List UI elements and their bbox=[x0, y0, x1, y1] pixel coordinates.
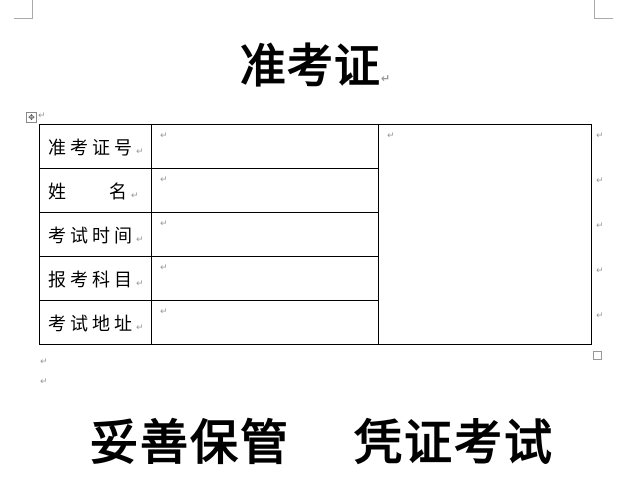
table-row: 考试地址↵ ↵ bbox=[39, 300, 592, 345]
row-end-mark-icon: ↵ bbox=[596, 221, 604, 231]
label-cell[interactable]: 报考科目↵ bbox=[39, 256, 152, 301]
label-cell[interactable]: 姓 名↵ bbox=[39, 168, 152, 213]
admission-ticket-table: 准考证号↵ ↵ ↵ 姓 名↵ ↵ 考试时间↵ ↵ 报考科目↵ ↵ 考试地址↵ ↵ bbox=[39, 124, 592, 345]
paragraph-mark-icon: ↵ bbox=[40, 377, 48, 387]
value-cell[interactable]: ↵ bbox=[151, 212, 379, 257]
value-cell[interactable]: ↵ bbox=[151, 300, 379, 345]
table-row: 准考证号↵ ↵ ↵ bbox=[39, 124, 592, 345]
table-row: 姓 名↵ ↵ bbox=[39, 168, 592, 213]
margin-corner-right bbox=[594, 0, 613, 19]
paragraph-mark-icon: ↵ bbox=[380, 72, 392, 85]
row-end-mark-icon: ↵ bbox=[596, 176, 604, 186]
label-cell[interactable]: 考试地址↵ bbox=[39, 300, 152, 345]
slogan-exam-with-ticket: 凭证考试 bbox=[354, 415, 555, 471]
row-end-mark-icon: ↵ bbox=[596, 311, 604, 321]
label-cell[interactable]: 准考证号↵ bbox=[39, 124, 152, 169]
photo-cell[interactable]: ↵ bbox=[378, 124, 592, 345]
value-cell[interactable]: ↵ bbox=[151, 168, 379, 213]
table-resize-handle[interactable] bbox=[593, 351, 602, 360]
document-title[interactable]: 准考证↵ bbox=[239, 39, 392, 93]
slogan-keep-safe: 妥善保管 bbox=[90, 415, 291, 471]
row-end-mark-icon: ↵ bbox=[596, 131, 604, 141]
value-cell[interactable]: ↵ bbox=[151, 256, 379, 301]
value-cell[interactable]: ↵ bbox=[151, 124, 379, 169]
paragraph-mark-icon: ↵ bbox=[38, 111, 46, 121]
margin-corner-left bbox=[14, 0, 33, 19]
table-move-handle-icon[interactable]: ✥ bbox=[26, 112, 37, 123]
row-end-mark-icon: ↵ bbox=[596, 266, 604, 276]
paragraph-mark-icon: ↵ bbox=[40, 357, 48, 367]
label-cell[interactable]: 考试时间↵ bbox=[39, 212, 152, 257]
